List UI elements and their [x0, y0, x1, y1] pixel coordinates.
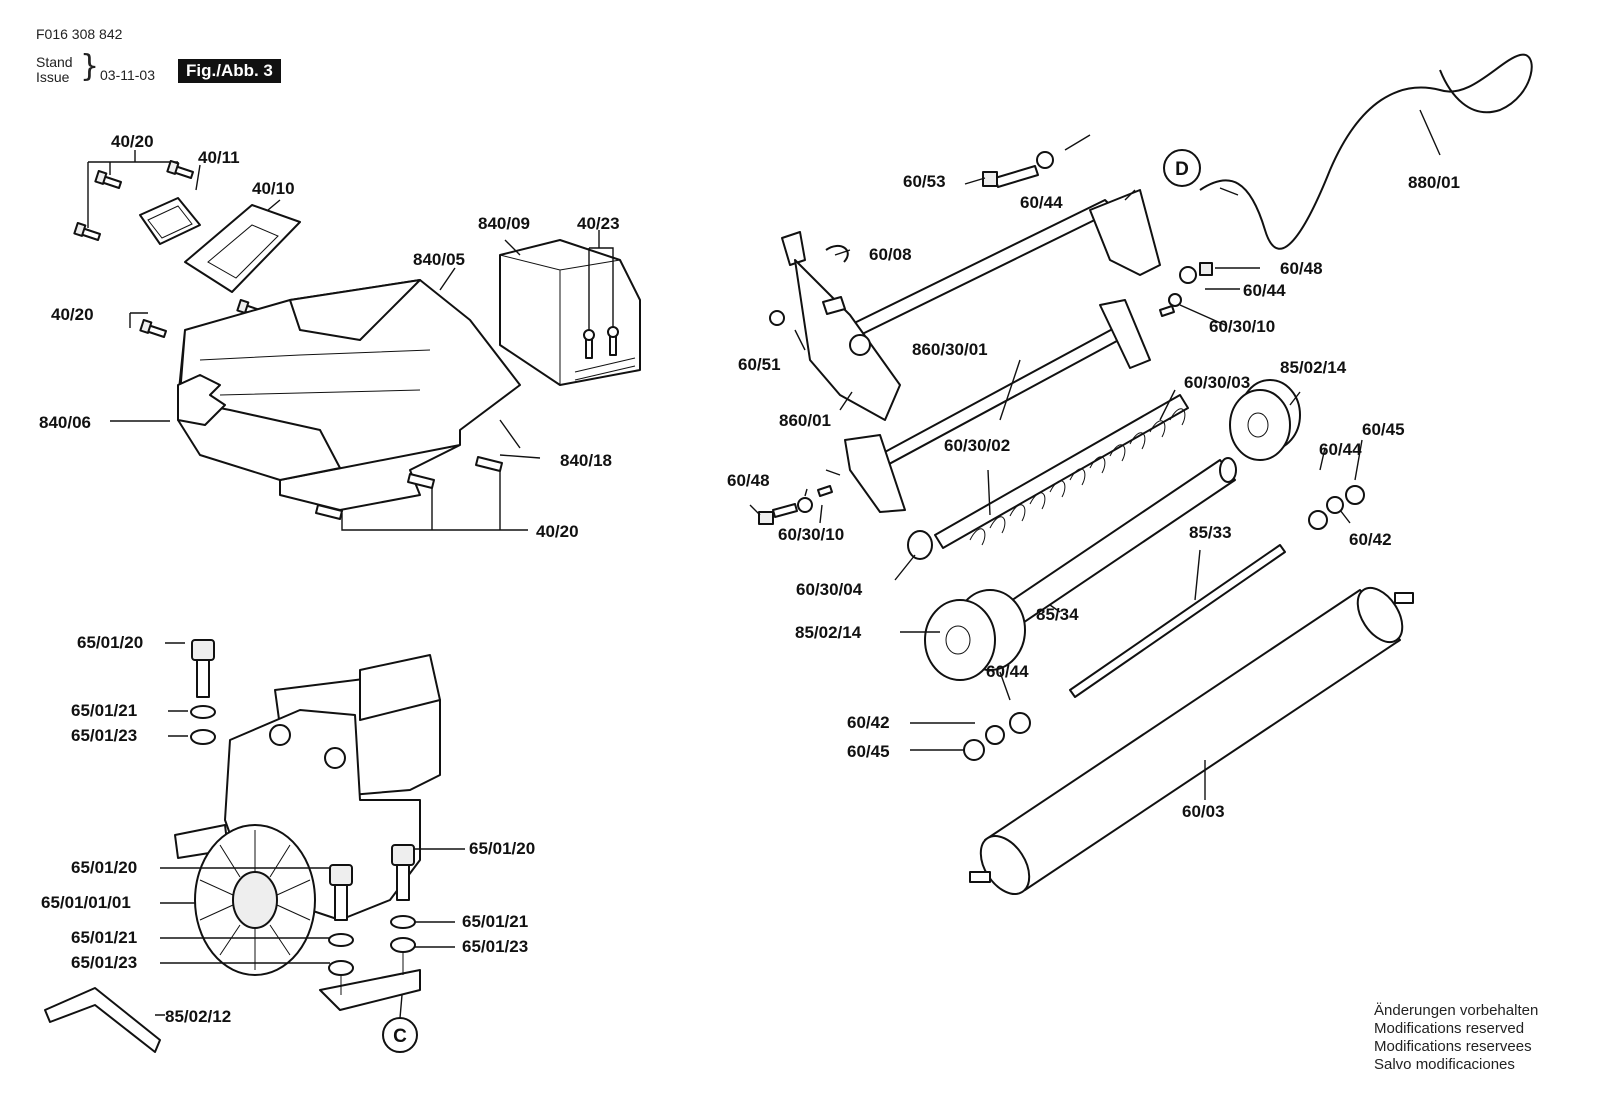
note-line-es: Salvo modificaciones [1374, 1056, 1515, 1073]
cover-assembly [73, 150, 641, 531]
part-label: 85/02/12 [165, 1007, 231, 1026]
part-label: 40/20 [536, 522, 579, 541]
part-label: 60/51 [738, 355, 781, 374]
part-label: 40/20 [51, 305, 94, 324]
part-label: 65/01/23 [462, 937, 528, 956]
part-label: 40/20 [111, 132, 154, 151]
part-label: 60/53 [903, 172, 946, 191]
document-number: F016 308 842 [36, 26, 123, 42]
part-label: 860/01 [779, 411, 831, 430]
part-label: 60/48 [727, 471, 770, 490]
part-label: 65/01/20 [469, 839, 535, 858]
note-line-fr: Modifications reservees [1374, 1038, 1532, 1055]
part-label: 65/01/23 [71, 726, 137, 745]
part-label: 60/30/10 [1209, 317, 1275, 336]
stand-label: Stand [36, 54, 73, 70]
part-label: 60/03 [1182, 802, 1225, 821]
issue-label: Issue [36, 69, 70, 85]
modifications-note: Änderungen vorbehalten Modifications res… [1374, 1002, 1538, 1074]
part-label: 65/01/20 [77, 633, 143, 652]
part-label: 40/11 [198, 148, 240, 167]
part-label: 60/08 [869, 245, 912, 264]
part-label: 60/45 [1362, 420, 1405, 439]
part-label: 85/02/14 [795, 623, 862, 642]
part-label: 840/18 [560, 451, 612, 470]
part-label: 60/30/03 [1184, 373, 1250, 392]
part-label: 60/48 [1280, 259, 1323, 278]
part-label: 60/42 [1349, 530, 1392, 549]
part-label: 60/45 [847, 742, 890, 761]
part-label: 60/30/02 [944, 436, 1010, 455]
part-label: 840/05 [413, 250, 465, 269]
brace-glyph: } [80, 49, 100, 84]
part-label: 65/01/01/01 [41, 893, 131, 912]
callout-c: C [393, 1026, 407, 1047]
part-label: 85/34 [1036, 605, 1079, 624]
part-label: 840/09 [478, 214, 530, 233]
part-label: 880/01 [1408, 173, 1460, 192]
engine-assembly [44, 639, 465, 1053]
part-label: 60/44 [986, 662, 1029, 681]
note-line-en: Modifications reserved [1374, 1020, 1525, 1037]
part-label: 40/23 [577, 214, 620, 233]
part-label: 65/01/21 [71, 928, 137, 947]
part-label: 65/01/21 [462, 912, 528, 931]
part-label: 60/44 [1020, 193, 1063, 212]
part-label: 860/30/01 [912, 340, 988, 359]
stand-issue-label: Stand Issue [36, 55, 73, 85]
figure-badge: Fig./Abb. 3 [178, 59, 281, 83]
part-label: 60/44 [1243, 281, 1286, 300]
bolt-drawing [73, 160, 264, 338]
part-label: 60/44 [1319, 440, 1362, 459]
part-label: 85/33 [1189, 523, 1232, 542]
part-label: 65/01/21 [71, 701, 137, 720]
roller-assembly [749, 53, 1533, 895]
part-label: 60/30/04 [796, 580, 863, 599]
part-label: 60/30/10 [778, 525, 844, 544]
note-line-de: Änderungen vorbehalten [1374, 1002, 1539, 1019]
part-label: 65/01/20 [71, 858, 137, 877]
part-labels: 40/20 40/11 40/10 840/09 40/23 840/05 40… [39, 132, 1460, 1026]
part-label: 65/01/23 [71, 953, 137, 972]
callout-d: D [1175, 159, 1189, 180]
part-label: 85/02/14 [1280, 358, 1347, 377]
part-label: 60/42 [847, 713, 890, 732]
issue-date: 03-11-03 [100, 67, 156, 83]
part-label: 840/06 [39, 413, 91, 432]
part-label: 40/10 [252, 179, 295, 198]
